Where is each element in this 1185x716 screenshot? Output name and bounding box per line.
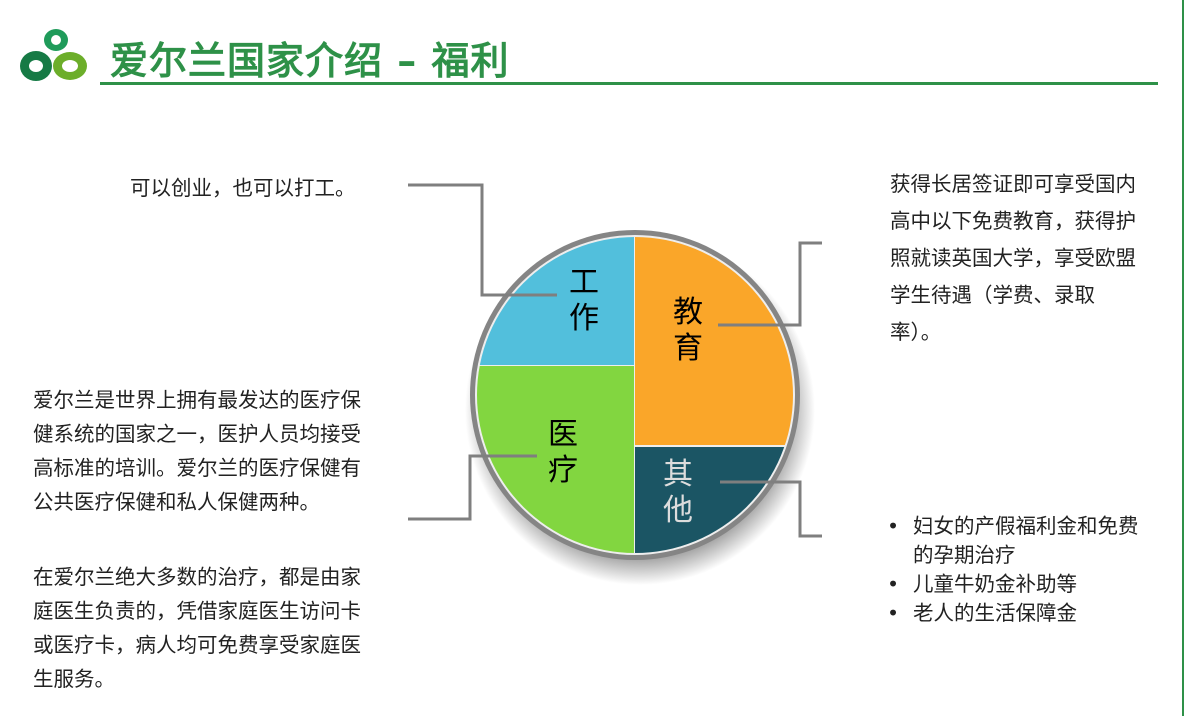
medical-text-1: 爱尔兰是世界上拥有最发达的医疗保健系统的国家之一，医护人员均接受高标准的培训。爱…: [33, 388, 361, 514]
page-title: 爱尔兰国家介绍 – 福利: [110, 39, 510, 83]
connector-medical: [408, 454, 537, 521]
segment-work: [477, 237, 634, 365]
list-item: 妇女的产假福利金和免费的孕期治疗: [883, 512, 1143, 570]
medical-text-2: 在爱尔兰绝大多数的治疗，都是由家庭医生负责的，凭借家庭医生访问卡或医疗卡，病人均…: [33, 565, 361, 691]
segment-label-education: 教育: [673, 295, 703, 366]
connector-education: [718, 241, 822, 327]
list-item: 老人的生活保障金: [883, 599, 1143, 628]
segment-label-work: 工作: [569, 265, 599, 336]
segment-label-medical: 医疗: [548, 417, 578, 488]
other-list: 妇女的产假福利金和免费的孕期治疗 儿童牛奶金补助等 老人的生活保障金: [883, 512, 1143, 628]
slide-edge-line: [1182, 0, 1184, 716]
education-text: 获得长居签证即可享受国内高中以下免费教育，获得护照就读英国大学，享受欧盟学生待遇…: [890, 172, 1136, 344]
list-item: 儿童牛奶金补助等: [883, 570, 1143, 599]
segment-education: [635, 237, 793, 445]
work-text: 可以创业，也可以打工。: [130, 176, 356, 200]
connector-work: [408, 183, 557, 297]
connector-other: [720, 480, 822, 538]
title-underline: [100, 82, 1158, 85]
segment-label-other: 其他: [663, 457, 693, 528]
logo-shamrock-icon: [18, 26, 90, 88]
